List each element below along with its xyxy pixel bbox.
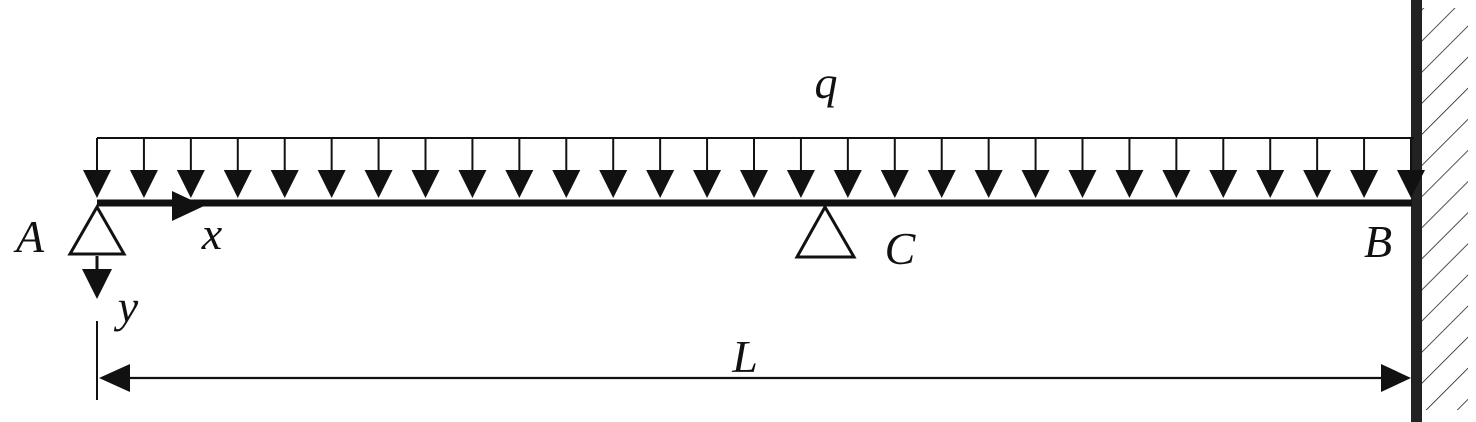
support-b-label: B — [1364, 216, 1392, 267]
load-arrow-head — [974, 170, 1003, 198]
load-arrow-head — [740, 170, 768, 198]
length-label: L — [731, 331, 758, 382]
load-arrow — [1068, 138, 1097, 198]
load-arrow-head — [552, 170, 581, 198]
load-arrow-head — [1209, 170, 1238, 198]
dimension-arrow-right — [1381, 364, 1411, 392]
load-arrow-head — [364, 170, 393, 198]
load-arrow — [1021, 138, 1050, 198]
load-arrow-head — [270, 170, 299, 198]
load-arrow — [740, 138, 768, 198]
load-arrow-head — [1256, 170, 1285, 198]
fixed-wall — [1411, 0, 1468, 422]
load-arrow-head — [693, 170, 722, 198]
load-arrow — [1209, 138, 1238, 198]
load-arrow — [458, 138, 487, 198]
load-arrow — [176, 138, 205, 198]
load-arrow — [1303, 138, 1332, 198]
x-axis-label: x — [201, 208, 223, 259]
load-arrow-head — [1021, 170, 1050, 198]
load-arrow-head — [458, 170, 487, 198]
load-arrow-head — [223, 170, 252, 198]
distributed-load — [83, 137, 1425, 198]
y-axis-arrow — [82, 269, 112, 299]
load-arrow — [1162, 138, 1191, 198]
load-arrow — [317, 138, 346, 198]
support-a-label: A — [13, 211, 45, 262]
load-arrow — [552, 138, 581, 198]
load-arrow-head — [411, 170, 440, 198]
support-c-label: C — [885, 223, 917, 274]
load-arrow-head — [1303, 170, 1332, 198]
load-arrow — [974, 138, 1003, 198]
load-arrow-head — [599, 170, 628, 198]
load-arrow — [129, 138, 158, 198]
load-arrow — [411, 138, 440, 198]
pin-support-a — [67, 203, 127, 256]
load-arrow-head — [505, 170, 534, 198]
load-arrow-head — [1068, 170, 1097, 198]
load-arrow — [83, 138, 111, 198]
load-arrow-head — [1162, 170, 1191, 198]
load-arrow-head — [880, 170, 909, 198]
roller-support-c — [794, 203, 857, 259]
load-arrows — [83, 138, 1425, 198]
dimension-arrow-left — [99, 364, 130, 392]
y-axis-label: y — [114, 281, 139, 332]
load-arrow-head — [833, 170, 862, 198]
load-arrow — [599, 138, 628, 198]
load-arrow — [880, 138, 909, 198]
load-arrow — [833, 138, 862, 198]
load-arrow-head — [786, 170, 815, 198]
load-arrow-head — [646, 170, 675, 198]
load-arrow — [1350, 138, 1379, 198]
load-arrow-head — [1115, 170, 1144, 198]
load-arrow — [786, 138, 815, 198]
load-arrow-head — [317, 170, 346, 198]
load-label: q — [815, 57, 838, 108]
wall-hatching — [1422, 8, 1468, 410]
load-arrow — [223, 138, 252, 198]
load-arrow-head — [1350, 170, 1379, 198]
x-axis-arrow — [172, 191, 204, 221]
load-arrow-head — [176, 170, 205, 198]
load-arrow-head — [83, 170, 111, 198]
load-arrow — [646, 138, 675, 198]
load-arrow-head — [1397, 170, 1425, 198]
load-arrow — [1397, 138, 1425, 198]
y-axis — [82, 256, 112, 299]
load-arrow — [505, 138, 534, 198]
load-arrow — [1115, 138, 1144, 198]
load-arrow — [270, 138, 299, 198]
load-arrow — [693, 138, 722, 198]
load-arrow-head — [129, 170, 158, 198]
load-arrow-head — [927, 170, 956, 198]
load-arrow — [1256, 138, 1285, 198]
length-dimension — [96, 321, 1411, 400]
load-arrow — [364, 138, 393, 198]
load-arrow — [927, 138, 956, 198]
wall-face — [1411, 0, 1422, 422]
